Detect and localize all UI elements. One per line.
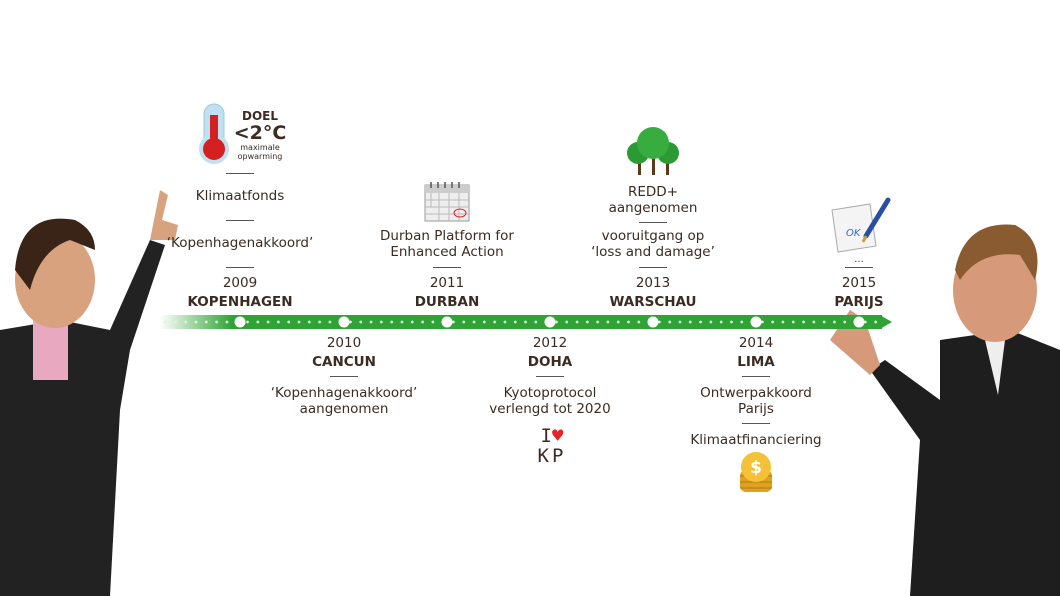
event-2014-note-2: Parijs xyxy=(738,401,774,417)
event-2011-year: 2011 xyxy=(429,275,465,291)
event-2012-note-2: verlengd tot 2020 xyxy=(489,401,611,417)
event-2010-year: 2010 xyxy=(326,335,362,351)
separator xyxy=(433,267,461,268)
event-2011-note-1: Durban Platform for xyxy=(380,228,514,244)
goal-sub-2: opwarming xyxy=(237,152,283,161)
event-2012-city: DOHA xyxy=(527,354,573,370)
event-2013-year: 2013 xyxy=(635,275,671,291)
event-2015-city: PARIJS xyxy=(834,294,884,310)
event-2009-note-2: Klimaatfonds xyxy=(195,188,285,204)
goal-label: DOEL xyxy=(241,109,279,123)
event-2009-city: KOPENHAGEN xyxy=(187,294,293,310)
event-2013-note-1: vooruitgang op xyxy=(601,228,705,244)
event-2013-city: WARSCHAU xyxy=(609,294,697,310)
event-2014-year: 2014 xyxy=(738,335,774,351)
separator xyxy=(330,376,358,377)
event-2009-year: 2009 xyxy=(222,275,258,291)
timeline-node-2013 xyxy=(647,316,659,328)
person-right-illustration xyxy=(830,224,1060,596)
thermometer-icon xyxy=(199,103,229,164)
separator xyxy=(226,267,254,268)
i-letter: I xyxy=(540,425,552,447)
separator xyxy=(536,376,564,377)
event-2014-city: LIMA xyxy=(737,354,775,370)
separator xyxy=(639,222,667,223)
timeline-node-2014 xyxy=(750,316,762,328)
coins-icon: $ xyxy=(740,452,772,492)
goal-value: <2°C xyxy=(233,122,287,144)
timeline-node-2012 xyxy=(544,316,556,328)
separator xyxy=(226,220,254,221)
timeline-node-2015 xyxy=(853,316,865,328)
event-2013-note-4: aangenomen xyxy=(608,200,698,216)
svg-text:$: $ xyxy=(750,458,762,478)
timeline-node-2011 xyxy=(441,316,453,328)
event-2010-note-1: ‘Kopenhagenakkoord’ xyxy=(270,385,418,401)
i-love-kp-icon: I♥ KP xyxy=(538,426,567,466)
event-2011-city: DURBAN xyxy=(414,294,480,310)
kp-letters: KP xyxy=(537,445,567,467)
event-2013-note-3: REDD+ xyxy=(627,184,679,200)
timeline-bar xyxy=(160,315,882,329)
event-2010-note-2: aangenomen xyxy=(299,401,389,417)
event-2012-year: 2012 xyxy=(532,335,568,351)
svg-text:OK: OK xyxy=(846,228,862,239)
event-2015-note: ... xyxy=(854,254,864,265)
separator xyxy=(639,267,667,268)
trees-icon xyxy=(627,127,679,175)
event-2013-note-2: ‘loss and damage’ xyxy=(591,244,715,260)
timeline-node-2010 xyxy=(338,316,350,328)
event-2010-city: CANCUN xyxy=(312,354,376,370)
timeline-node-2009 xyxy=(234,316,246,328)
heart-icon: ♥ xyxy=(551,425,564,447)
separator xyxy=(742,423,770,424)
event-2014-note-3: Klimaatfinanciering xyxy=(690,432,822,448)
signing-document-icon: OK xyxy=(831,197,891,253)
event-2015-year: 2015 xyxy=(841,275,877,291)
goal-sub-1: maximale xyxy=(240,143,280,152)
separator xyxy=(742,376,770,377)
timeline-arrow-head xyxy=(880,315,892,329)
separator xyxy=(226,173,254,174)
person-left-illustration xyxy=(0,190,178,596)
separator xyxy=(845,267,873,268)
event-2012-note-1: Kyotoprotocol xyxy=(503,385,597,401)
event-2011-note-2: Enhanced Action xyxy=(390,244,504,260)
calendar-icon xyxy=(424,182,470,222)
event-2009-note-1: ‘Kopenhagenakkoord’ xyxy=(166,235,314,251)
event-2014-note-1: Ontwerpakkoord xyxy=(700,385,812,401)
